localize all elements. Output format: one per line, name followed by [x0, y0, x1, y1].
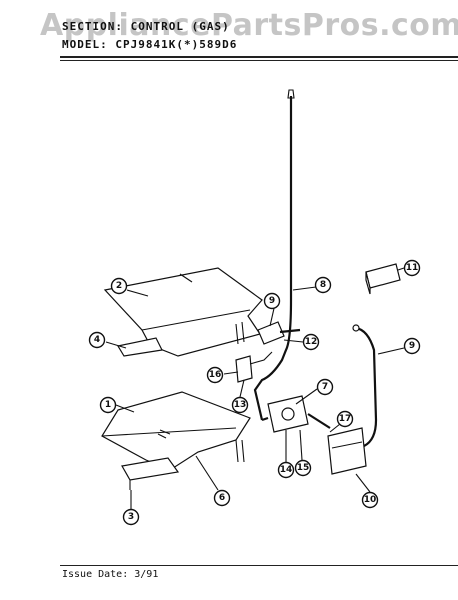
- svg-text:9: 9: [269, 296, 275, 306]
- svg-text:15: 15: [297, 463, 310, 473]
- callout-9-right: 9: [403, 337, 421, 355]
- issue-date: Issue Date: 3/91: [62, 569, 158, 580]
- model-value: CPJ9841K(*)589D6: [115, 38, 238, 51]
- svg-text:6: 6: [219, 493, 225, 503]
- lower-shield-1: [101, 391, 251, 471]
- svg-text:14: 14: [280, 465, 293, 475]
- issue-label: Issue Date:: [62, 569, 129, 580]
- heat-shield-2: [103, 267, 263, 357]
- header-rule-thin: [60, 60, 458, 61]
- bracket-16: [235, 351, 273, 383]
- section-header: SECTION: CONTROL (GAS): [62, 20, 230, 33]
- section-value: CONTROL (GAS): [130, 20, 230, 33]
- callout-7: 7: [316, 378, 334, 396]
- callout-12: 12: [302, 333, 320, 351]
- svg-text:4: 4: [94, 335, 100, 345]
- bracket-4: [117, 337, 163, 357]
- model-label: MODEL:: [62, 38, 108, 51]
- callout-13: 13: [231, 396, 249, 414]
- footer-rule: [60, 565, 458, 566]
- svg-text:2: 2: [116, 281, 122, 291]
- gas-tube-8: [253, 89, 295, 421]
- header-rule: [60, 56, 458, 58]
- callout-3: 3: [122, 508, 140, 526]
- svg-text:16: 16: [209, 370, 222, 380]
- callout-11: 11: [403, 259, 421, 277]
- svg-text:8: 8: [320, 280, 326, 290]
- bracket-3: [121, 457, 180, 490]
- model-header: MODEL: CPJ9841K(*)589D6: [62, 38, 237, 51]
- callout-15: 15: [294, 459, 312, 477]
- callout-9-upper: 9: [263, 292, 281, 310]
- callout-8: 8: [314, 276, 332, 294]
- svg-text:9: 9: [409, 341, 415, 351]
- callout-17: 17: [336, 410, 354, 428]
- leader-lines: [105, 267, 405, 509]
- svg-text:7: 7: [322, 382, 328, 392]
- svg-text:3: 3: [128, 512, 134, 522]
- svg-text:1: 1: [105, 400, 111, 410]
- igniter-9: [257, 321, 301, 345]
- callout-16: 16: [206, 366, 224, 384]
- svg-text:17: 17: [339, 414, 352, 424]
- callout-10: 10: [361, 491, 379, 509]
- section-label: SECTION:: [62, 20, 123, 33]
- svg-text:11: 11: [406, 263, 419, 273]
- svg-text:10: 10: [364, 495, 377, 505]
- watermark: AppliancePartsPros.com: [40, 8, 458, 43]
- safety-valve-10: [327, 427, 367, 475]
- callout-6: 6: [213, 489, 231, 507]
- callout-14: 14: [277, 461, 295, 479]
- component-11: [365, 263, 401, 295]
- callout-1: 1: [99, 396, 117, 414]
- issue-value: 3/91: [134, 569, 159, 580]
- flex-tube-9: [352, 324, 378, 447]
- svg-text:13: 13: [234, 400, 247, 410]
- valve-14: [261, 395, 331, 433]
- callout-2: 2: [110, 277, 128, 295]
- callout-4: 4: [88, 331, 106, 349]
- svg-text:12: 12: [305, 337, 318, 347]
